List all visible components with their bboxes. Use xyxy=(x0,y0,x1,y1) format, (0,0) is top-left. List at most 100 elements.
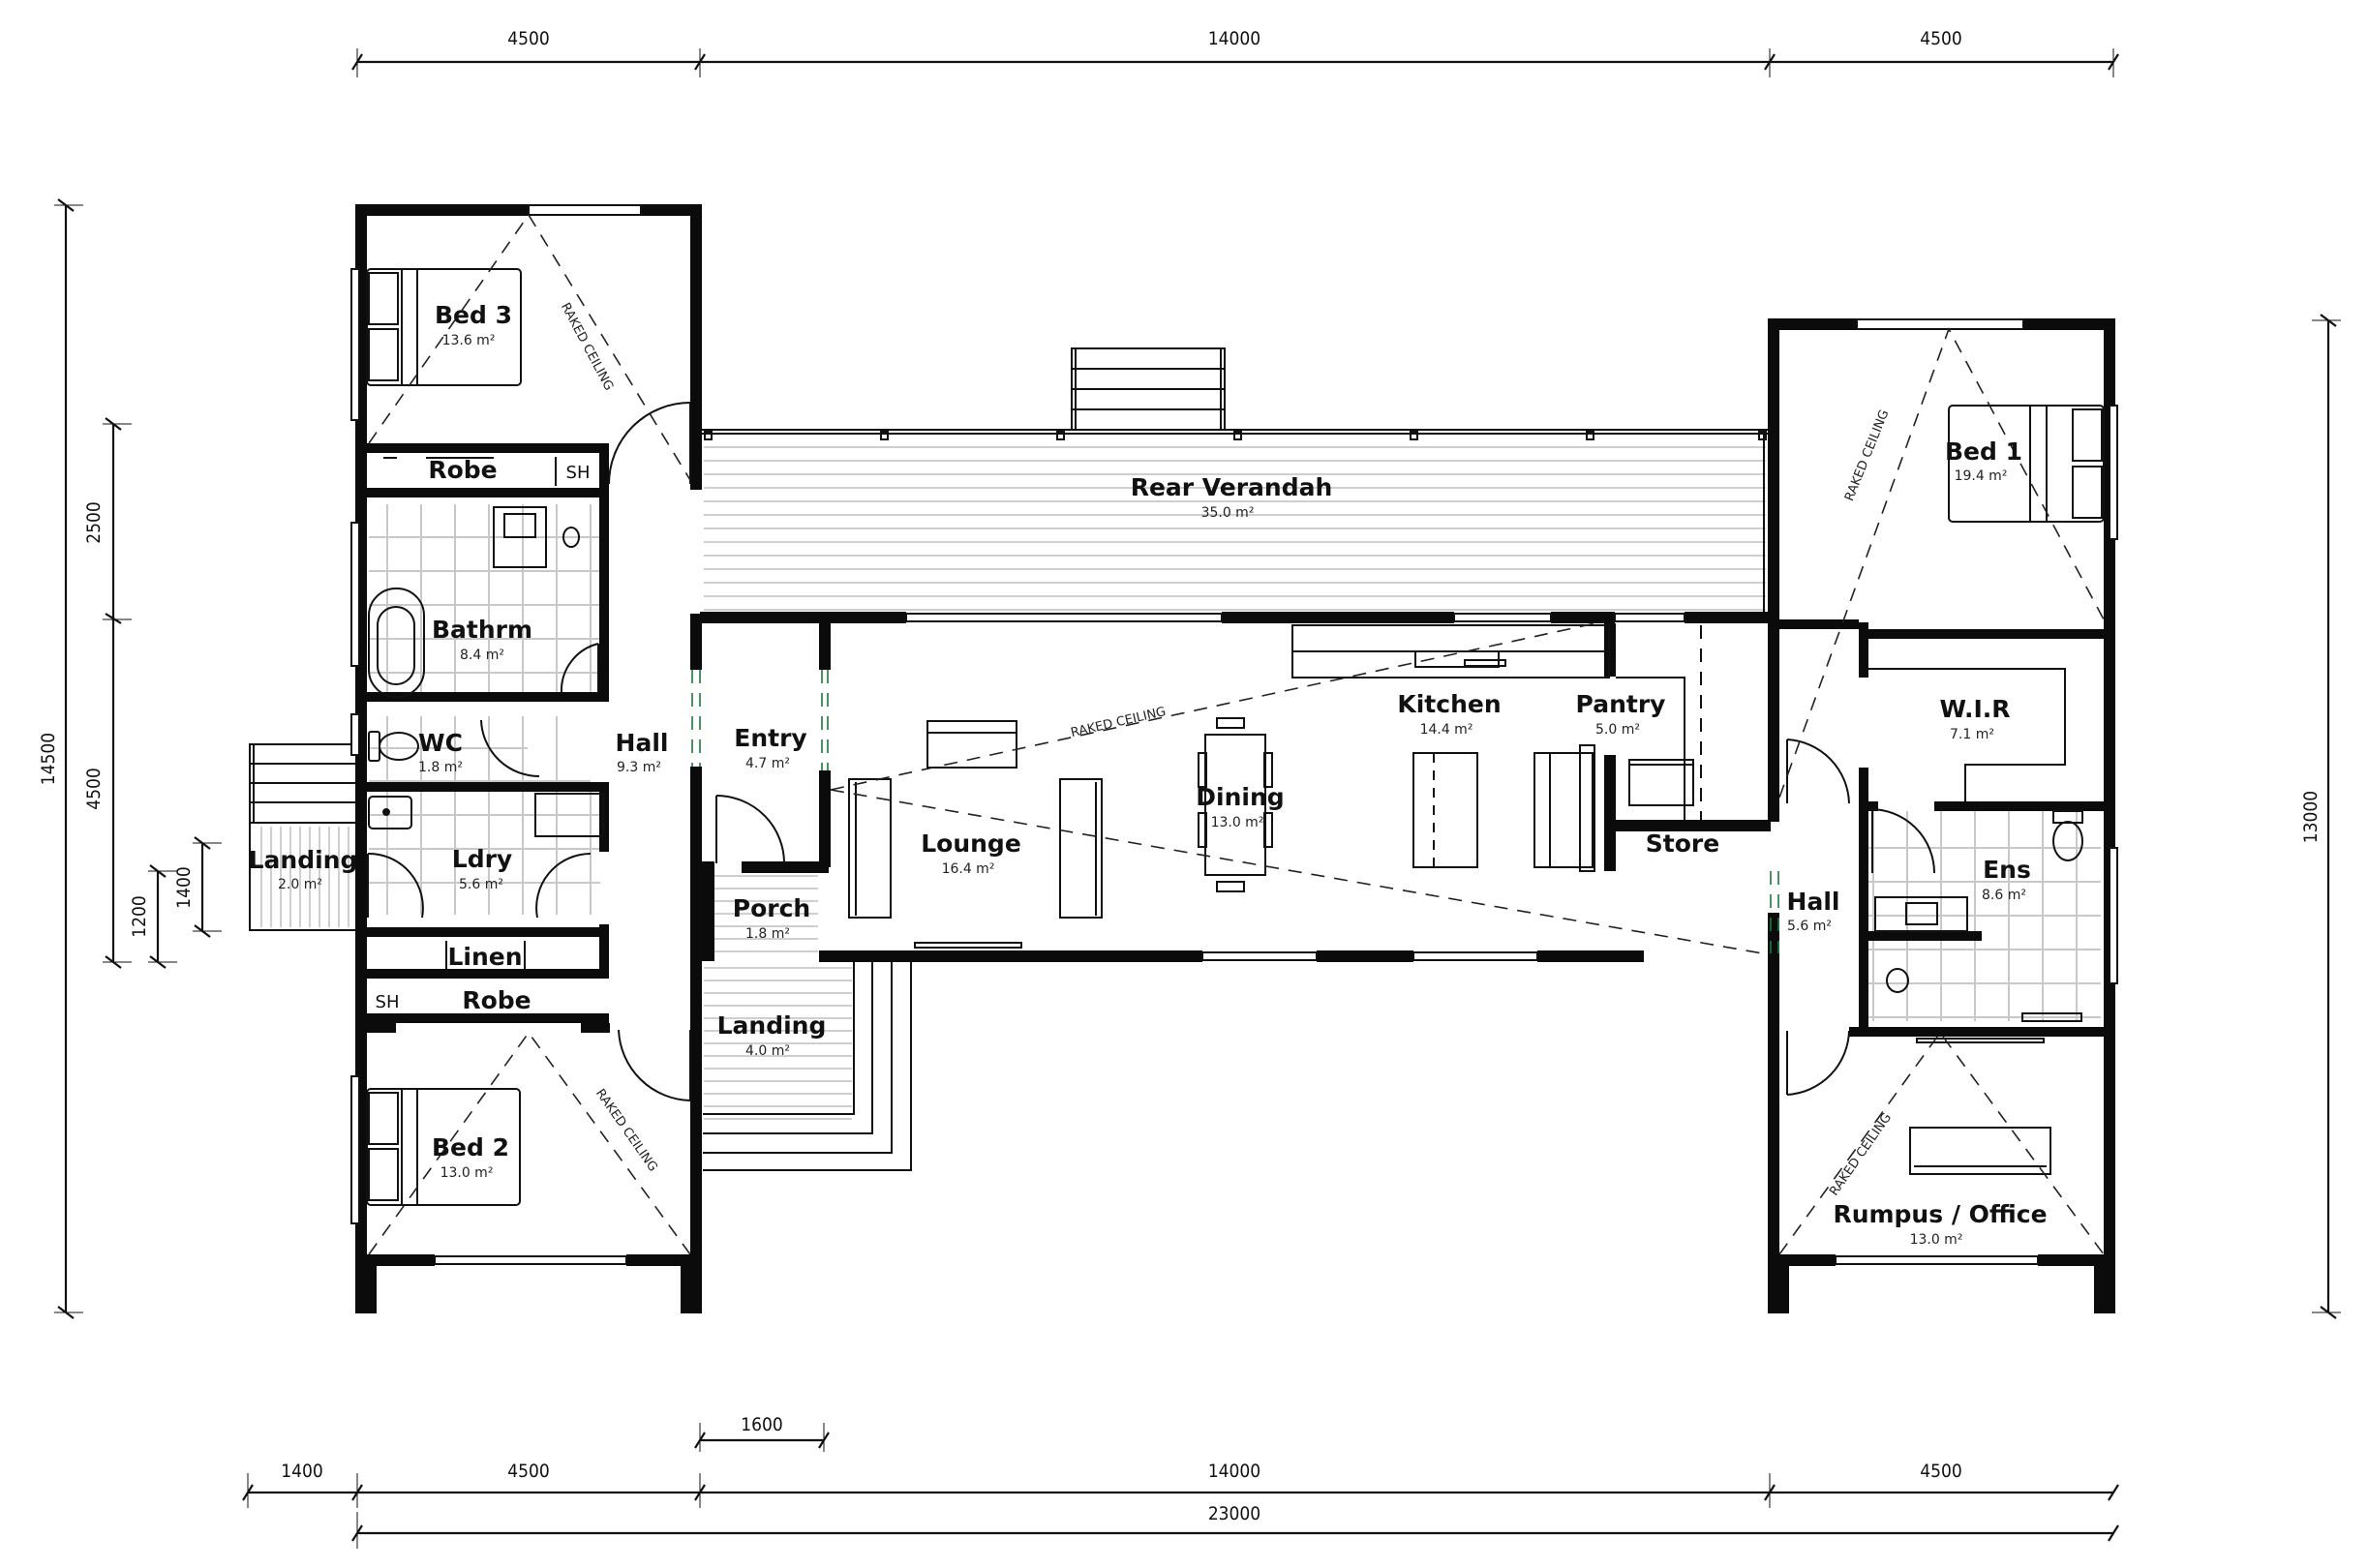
room-name: Rear Verandah xyxy=(1131,473,1333,501)
room-name: Bathrm xyxy=(432,616,532,644)
dim-right-overall: 13000 xyxy=(2300,791,2322,843)
room-name: Porch xyxy=(733,894,810,922)
room-area: 5.6 m² xyxy=(459,877,503,892)
dim-bottom-right: 4500 xyxy=(1920,1461,1962,1482)
room-area: 5.0 m² xyxy=(1595,722,1640,738)
room-name: W.I.R xyxy=(1939,695,2010,723)
dim-porch: 1600 xyxy=(741,1414,783,1435)
room-bed-3: Bed 3 13.6 m² xyxy=(435,301,512,348)
entry-glazing xyxy=(691,670,1779,953)
room-name: Lounge xyxy=(921,829,1021,858)
front-landing-decking xyxy=(703,875,912,1171)
room-labels: Bed 3 13.6 m² Robe SH Bathrm 8.4 m² WC 1… xyxy=(249,301,2048,1248)
room-name: Bed 3 xyxy=(435,301,512,329)
dining-table xyxy=(1198,717,1273,892)
room-area: 1.8 m² xyxy=(418,760,463,775)
room-name: Hall xyxy=(616,729,669,757)
room-area: 35.0 m² xyxy=(1201,505,1255,521)
bathroom-vanity xyxy=(493,506,580,568)
room-name: Pantry xyxy=(1576,690,1666,718)
room-name: Landing xyxy=(249,846,358,874)
kitchen-bench xyxy=(1291,624,1610,872)
room-area: 16.4 m² xyxy=(942,861,995,877)
room-dining: Dining 13.0 m² xyxy=(1196,783,1284,830)
lounge-sofas xyxy=(848,720,1103,949)
dim-left-upper: 2500 xyxy=(83,501,105,544)
room-name: Entry xyxy=(734,724,806,752)
room-name: Linen xyxy=(447,943,522,971)
room-wir: W.I.R 7.1 m² xyxy=(1939,695,2010,742)
dimension-labels: 4500 14000 4500 1600 1400 4500 14000 450… xyxy=(38,28,2322,1524)
room-hall-left: Hall 9.3 m² xyxy=(616,729,669,775)
room-area: 13.0 m² xyxy=(440,1165,494,1181)
bed-2-bed xyxy=(366,1088,521,1206)
laundry-tub xyxy=(368,793,604,837)
bathtub xyxy=(368,588,425,698)
raked-ceiling-note-rumpus: RAKED CEILING xyxy=(1827,1111,1895,1199)
room-name: Dining xyxy=(1196,783,1284,811)
room-name: Robe xyxy=(462,986,531,1014)
room-entry: Entry 4.7 m² xyxy=(734,724,806,771)
room-name: Bed 2 xyxy=(432,1133,509,1161)
wir-shelves xyxy=(1866,668,2066,801)
room-area: 13.0 m² xyxy=(1211,815,1264,830)
room-robe-top: Robe SH xyxy=(428,456,590,484)
dimension-lines xyxy=(54,48,2341,1549)
room-area: 4.7 m² xyxy=(745,756,790,771)
dim-top-left: 4500 xyxy=(507,28,550,49)
shelf-tag: SH xyxy=(566,463,591,483)
walls xyxy=(355,204,2115,1313)
room-area: 5.6 m² xyxy=(1787,919,1832,934)
robe-top xyxy=(383,457,557,486)
room-area: 9.3 m² xyxy=(617,760,661,775)
rumpus-desk xyxy=(1909,1038,2051,1175)
dim-left-middle: 4500 xyxy=(83,768,105,810)
room-name: Bed 1 xyxy=(1945,437,2022,466)
room-area: 2.0 m² xyxy=(278,877,322,892)
room-name: Rumpus / Office xyxy=(1833,1200,2047,1228)
room-area: 4.0 m² xyxy=(745,1043,790,1059)
bed-1-bed xyxy=(1948,405,2105,523)
dim-left-step2: 1400 xyxy=(173,866,195,909)
room-rear-verandah: Rear Verandah 35.0 m² xyxy=(1131,473,1333,521)
windows xyxy=(350,204,2118,1265)
room-landing-side: Landing 2.0 m² xyxy=(249,846,358,892)
wc-toilet xyxy=(368,731,419,762)
room-area: 13.0 m² xyxy=(1910,1232,1963,1248)
room-name: WC xyxy=(418,729,463,757)
rear-verandah-decking xyxy=(700,429,1770,618)
pantry-shelves xyxy=(1616,625,1702,820)
ensuite-tiles xyxy=(1867,811,2101,1021)
side-landing-decking xyxy=(249,743,358,931)
room-linen: Linen xyxy=(447,943,522,971)
room-wc: WC 1.8 m² xyxy=(418,729,463,775)
room-area: 7.1 m² xyxy=(1950,727,1994,742)
room-name: Robe xyxy=(428,456,497,484)
rear-steps xyxy=(1071,347,1226,431)
room-name: Store xyxy=(1646,829,1719,858)
room-name: Hall xyxy=(1787,888,1840,916)
room-bed-1: Bed 1 19.4 m² xyxy=(1945,437,2022,484)
dim-bottom-total: 23000 xyxy=(1208,1503,1260,1524)
room-area: 8.6 m² xyxy=(1982,888,2026,903)
bathroom-tiles xyxy=(369,504,600,699)
raked-ceiling-note-bed3: RAKED CEILING xyxy=(558,301,616,394)
room-area: 14.4 m² xyxy=(1420,722,1473,738)
room-ldry: Ldry 5.6 m² xyxy=(452,845,512,892)
room-name: Ens xyxy=(1983,856,2031,884)
linen-cupboard xyxy=(445,941,526,969)
raked-ceiling-note-bed2: RAKED CEILING xyxy=(592,1087,660,1175)
shelf-tag: SH xyxy=(376,992,400,1012)
room-kitchen: Kitchen 14.4 m² xyxy=(1397,690,1501,738)
dim-bottom-side-landing: 1400 xyxy=(281,1461,323,1482)
dim-bottom-middle: 14000 xyxy=(1208,1461,1260,1482)
room-lounge: Lounge 16.4 m² xyxy=(921,829,1021,877)
room-store: Store xyxy=(1646,829,1719,858)
bed-3-bed xyxy=(366,268,522,386)
room-hall-right: Hall 5.6 m² xyxy=(1787,888,1840,934)
dim-top-right: 4500 xyxy=(1920,28,1962,49)
room-bed-2: Bed 2 13.0 m² xyxy=(432,1133,509,1181)
dim-bottom-left: 4500 xyxy=(507,1461,550,1482)
room-bathrm: Bathrm 8.4 m² xyxy=(432,616,532,663)
